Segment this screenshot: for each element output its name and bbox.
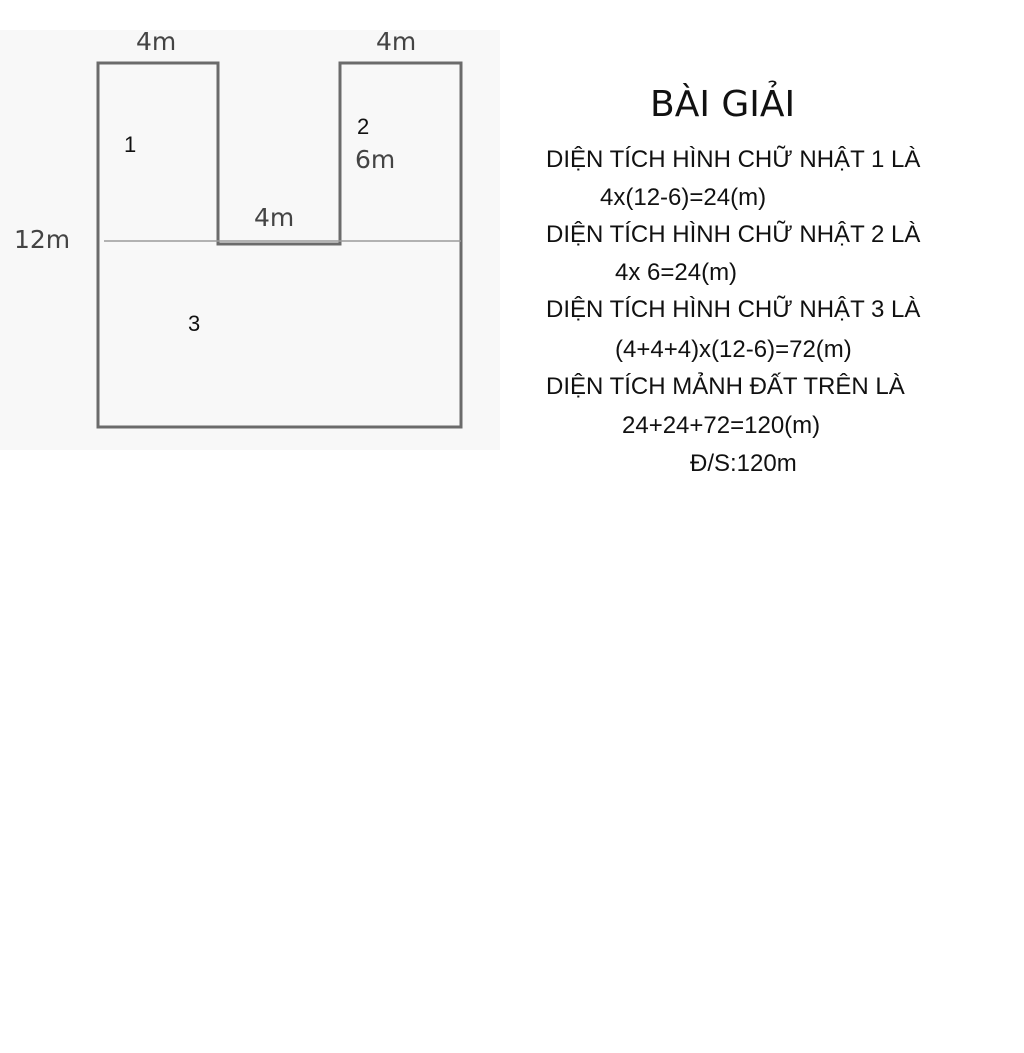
solution-title: BÀI GIẢI: [650, 84, 796, 125]
solution-line-2: 4x(12-6)=24(m): [600, 184, 767, 211]
solution-line-8: 24+24+72=120(m): [622, 412, 821, 439]
region-2-label: 2: [357, 114, 369, 139]
solution-line-6: (4+4+4)x(12-6)=72(m): [615, 336, 852, 363]
region-3-label: 3: [188, 311, 200, 336]
label-top-right-width: 4m: [376, 27, 416, 56]
solution-line-1: DIỆN TÍCH HÌNH CHỮ NHẬT 1 LÀ: [546, 146, 921, 173]
solution-line-4: 4x 6=24(m): [615, 259, 738, 286]
solution-line-3: DIỆN TÍCH HÌNH CHỮ NHẬT 2 LÀ: [546, 221, 921, 248]
region-1-label: 1: [124, 132, 136, 157]
solution-line-5: DIỆN TÍCH HÌNH CHỮ NHẬT 3 LÀ: [546, 296, 921, 323]
solution-answer: Đ/S:120m: [690, 450, 797, 477]
scan-background-texture: [0, 30, 500, 450]
label-top-left-width: 4m: [136, 27, 176, 56]
land-plot-figure: 4m 4m 4m 12m 6m 1 2 3: [0, 0, 520, 470]
label-notch-depth: 6m: [355, 145, 395, 174]
plot-outline: [96, 61, 463, 429]
solution-line-7: DIỆN TÍCH MẢNH ĐẤT TRÊN LÀ: [546, 373, 905, 400]
land-plot-diagram: 4m 4m 4m 12m 6m 1 2 3: [0, 27, 500, 450]
label-notch-width: 4m: [254, 203, 294, 232]
label-total-height: 12m: [14, 225, 70, 254]
